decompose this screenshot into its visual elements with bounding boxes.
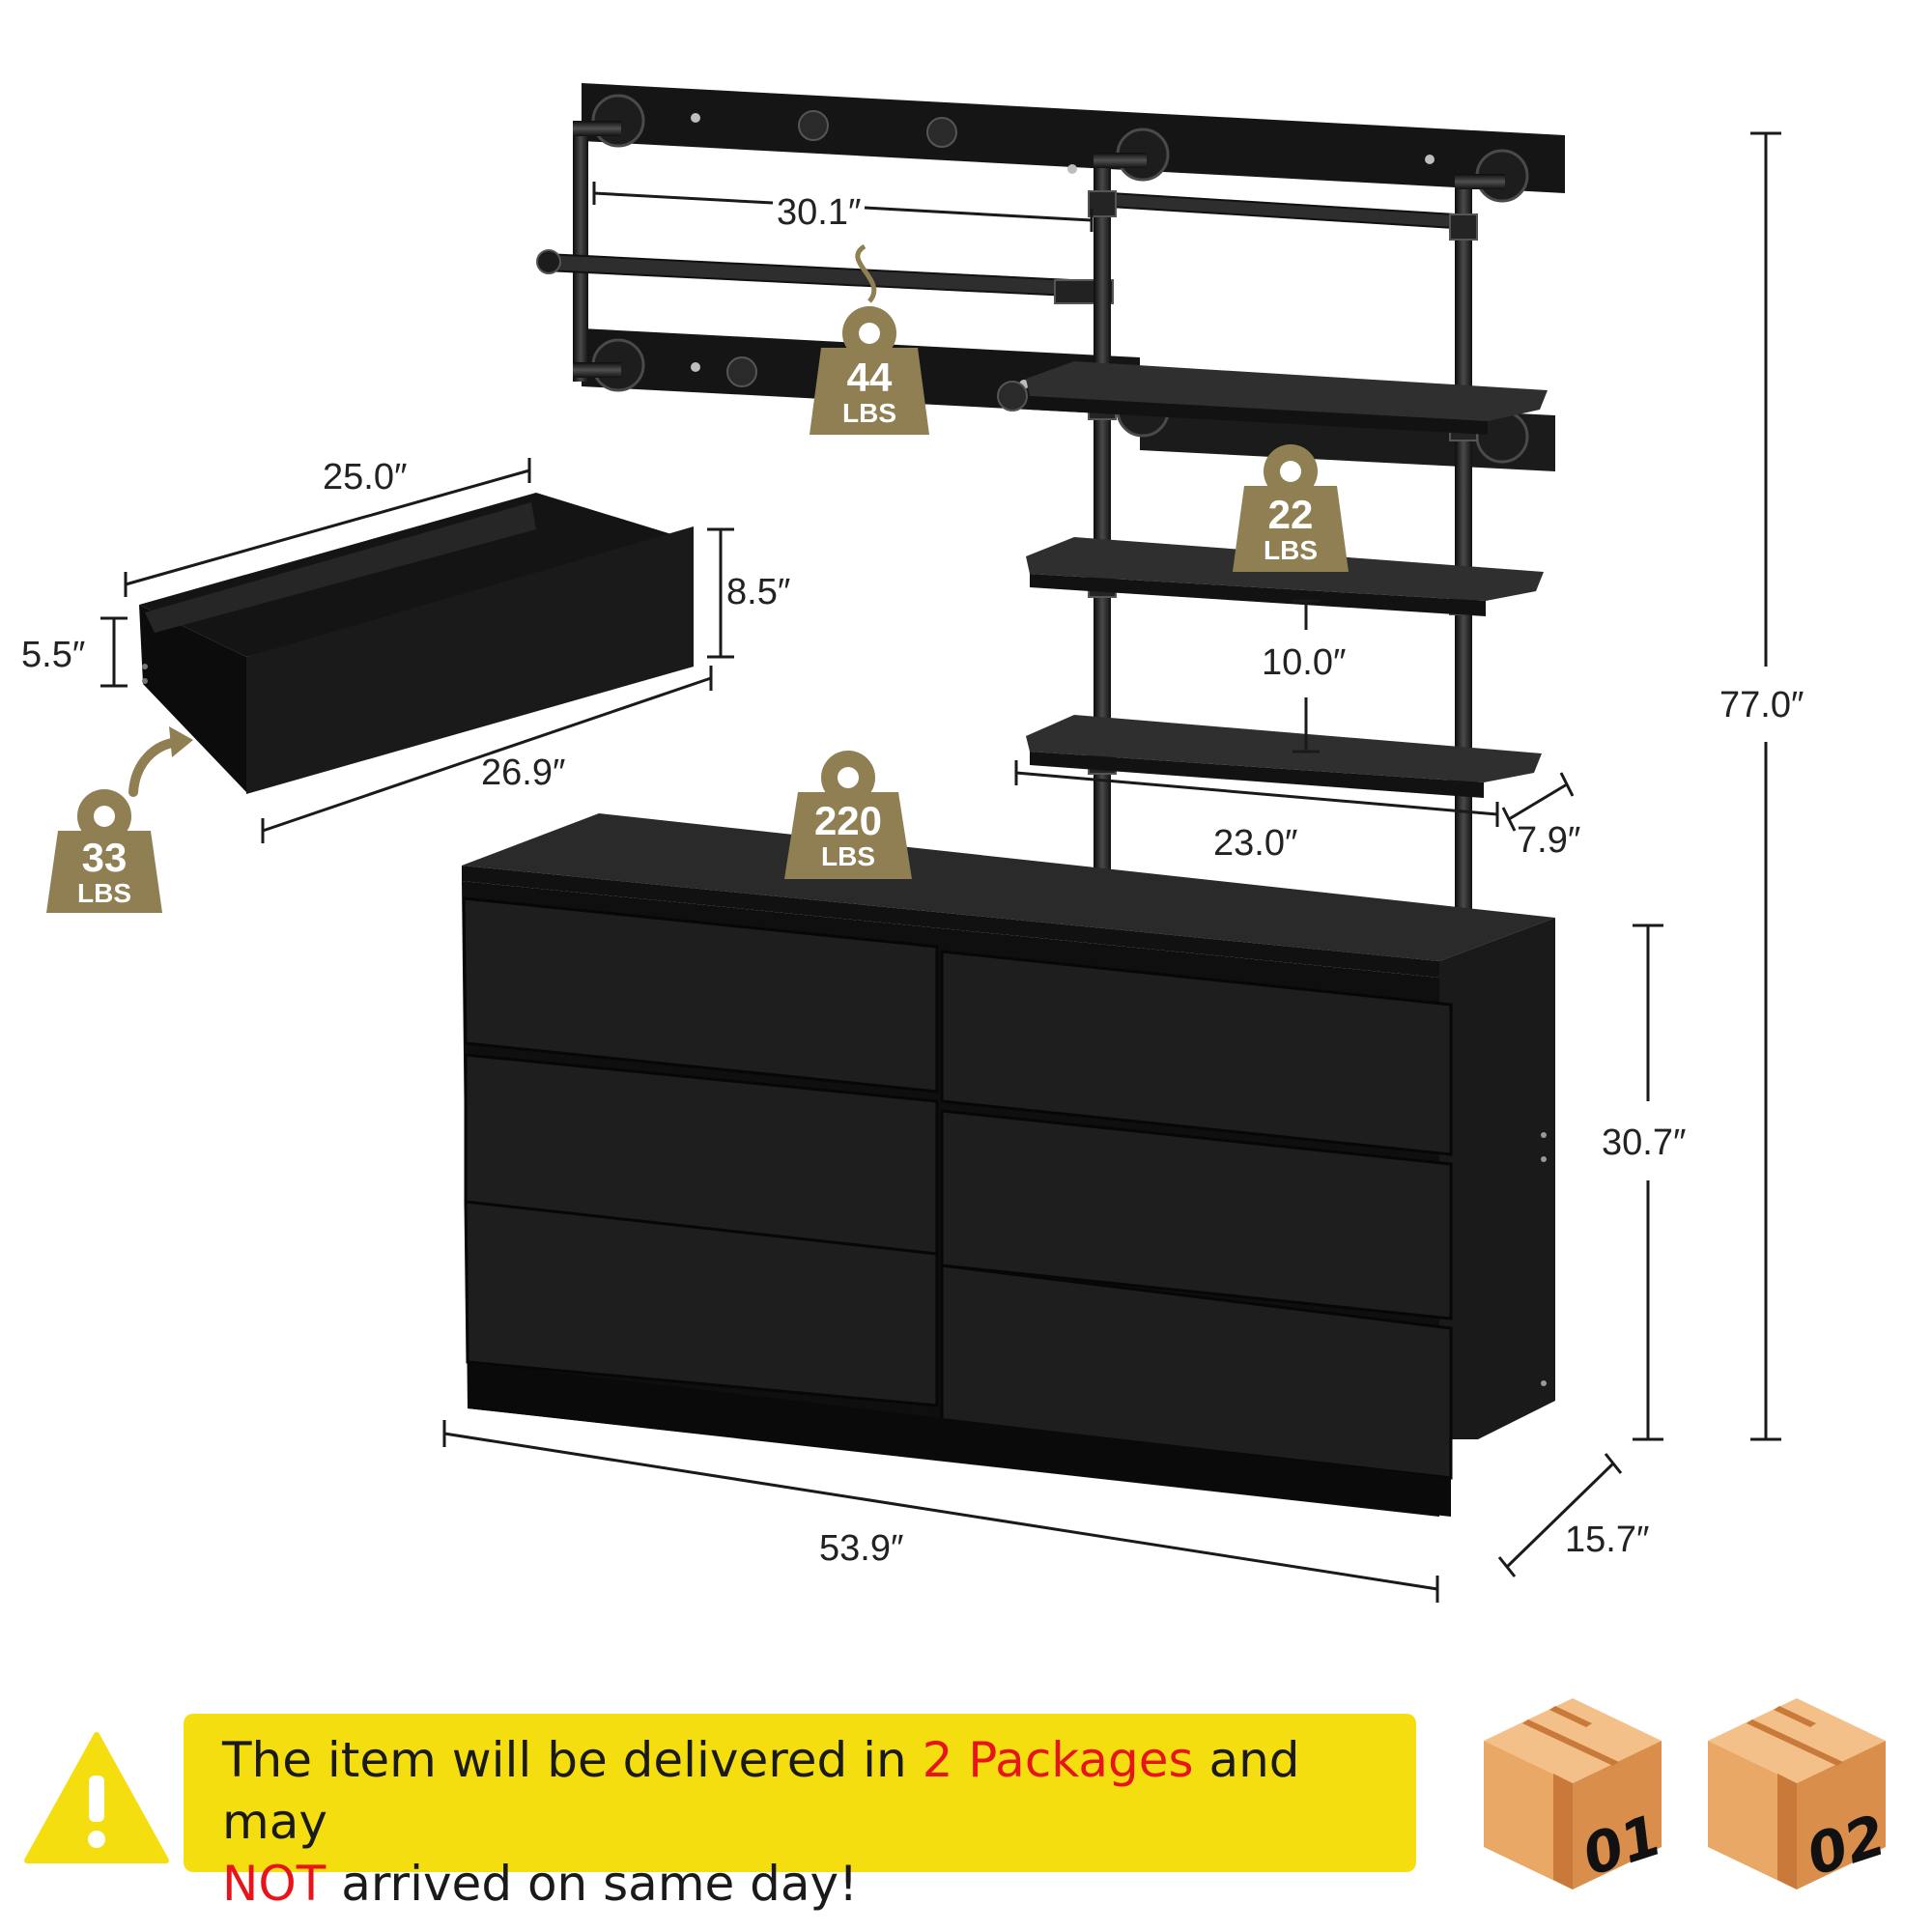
dim-shelf-spacing: 10.0″ [1262, 642, 1346, 683]
drawer-front [940, 1109, 1453, 1321]
weight-icon-top: 220 LBS [784, 751, 912, 879]
notice-highlight-packages: 2 Packages [922, 1732, 1194, 1788]
svg-text:33: 33 [82, 835, 128, 880]
svg-text:44: 44 [847, 355, 893, 400]
dim-shelf-width: 23.0″ [1213, 823, 1297, 864]
dim-dresser-width: 53.9″ [819, 1528, 903, 1569]
shelf [1026, 361, 1548, 435]
notice-highlight-not: NOT [222, 1856, 327, 1912]
hanging-rod-right [1110, 191, 1456, 230]
weight-icon-drawer: 33 LBS [46, 789, 162, 913]
drawer-front [462, 896, 939, 1094]
notice-text: The item will be delivered in [222, 1732, 923, 1788]
dim-rod-width: 30.1″ [777, 192, 861, 233]
drawer-front [940, 950, 1453, 1156]
shelf [1026, 715, 1542, 798]
svg-text:220: 220 [814, 798, 882, 843]
right-pipe [1455, 174, 1472, 932]
dim-drawer-width: 25.0″ [323, 457, 407, 497]
box-icon-1: 01 [1484, 1698, 1667, 1889]
delivery-notice: The item will be delivered in 2 Packages… [184, 1714, 1416, 1912]
svg-text:LBS: LBS [821, 841, 875, 871]
dim-dresser-depth: 15.7″ [1565, 1520, 1649, 1560]
drawer-front [464, 1200, 939, 1407]
svg-text:22: 22 [1268, 492, 1314, 537]
drawer-detail [139, 493, 694, 794]
svg-text:LBS: LBS [77, 878, 131, 908]
svg-text:LBS: LBS [1264, 535, 1318, 565]
warning-icon [24, 1732, 169, 1863]
notice-text: arrived on same day! [326, 1856, 859, 1912]
hanging-rod-left [545, 252, 1110, 299]
box-icon-2: 02 [1708, 1698, 1891, 1889]
dim-drawer-depth: 26.9″ [481, 753, 565, 793]
dim-shelf-depth: 7.9″ [1517, 820, 1580, 861]
dresser [462, 813, 1555, 1517]
svg-text:LBS: LBS [842, 398, 896, 428]
curved-arrow-icon [128, 726, 193, 797]
weight-icon-rod: 44 LBS [810, 243, 929, 435]
dim-dresser-height: 30.7″ [1602, 1122, 1686, 1163]
center-pipe [1094, 153, 1111, 877]
dim-total-height: 77.0″ [1719, 685, 1804, 725]
wall-rack [536, 83, 1565, 944]
dim-drawer-height-front: 8.5″ [726, 572, 790, 612]
dimension-lines [100, 131, 1781, 1603]
weight-icon-shelf: 22 LBS [1233, 444, 1349, 572]
notice-text: and may [222, 1732, 1300, 1850]
wall-board-top [582, 83, 1565, 193]
dim-drawer-height-inner: 5.5″ [21, 635, 85, 675]
